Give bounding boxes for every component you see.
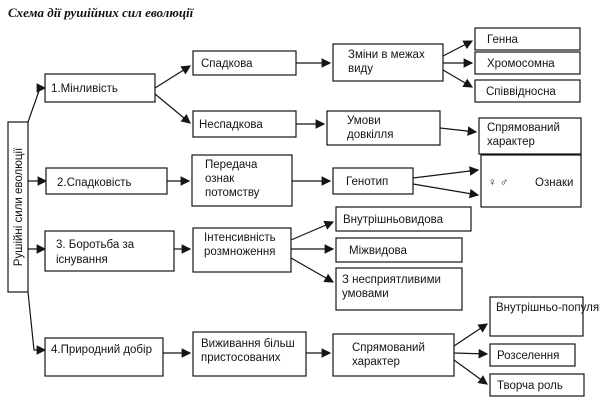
selection-result: Творча роль — [497, 380, 563, 392]
diagram-title: Схема дії рушійних сил еволюції — [8, 5, 195, 20]
struggle-form: Внутрішньовидова — [343, 214, 444, 226]
edge-conditions-directed — [439, 126, 478, 136]
variability-type: Хромосомна — [487, 58, 555, 70]
genotype-box: Генотип — [332, 167, 414, 195]
edge-variability-non-hereditary — [154, 93, 191, 124]
non-hereditary-variability-box: Неспадкова — [192, 110, 297, 138]
factor-label: 2.Спадковість — [57, 177, 131, 189]
edge-genotype-sex-upper — [412, 166, 480, 179]
edge-root-variability — [27, 83, 47, 123]
traits-label: Ознаки — [535, 177, 573, 189]
dispersal-box: Розселення — [489, 343, 576, 367]
edge-changes-gene — [442, 40, 474, 57]
edge-root-selection — [27, 291, 47, 355]
selection-result: Внутрішньо-популяційний — [496, 302, 600, 314]
hereditary-variability-box: Спадкова — [192, 50, 297, 76]
root-bar: Рушійні сили еволюції — [7, 121, 29, 293]
chromosomal-variability-box: Хромосомна — [474, 51, 581, 75]
traits-box: ♀ ♂ Ознаки — [480, 154, 582, 208]
factor-label: 1.Мінливість — [51, 83, 118, 95]
genotype-label: Генотип — [346, 176, 388, 188]
edge-directed-dispersal — [453, 348, 489, 359]
creative-role-box: Творча роль — [489, 373, 585, 397]
variability-type: Генна — [487, 34, 519, 46]
edge-directed-intrapopulation — [453, 323, 488, 347]
edge-changes-correlative — [442, 69, 474, 88]
hereditary-variability-label: Спадкова — [201, 58, 253, 70]
gene-variability-box: Генна — [474, 27, 581, 51]
selection-result: Розселення — [497, 350, 559, 362]
sex-symbols: ♀ ♂ — [488, 177, 508, 189]
connectors — [27, 40, 489, 385]
variability-type: Співвідносна — [486, 86, 556, 98]
edge-intensity-conditions — [290, 257, 335, 283]
factor-label: 4.Природний добір — [51, 344, 152, 356]
intraspecific-struggle-box: Внутрішньовидова — [335, 206, 472, 232]
edge-directed-creative-role — [453, 359, 488, 385]
interspecific-struggle-box: Міжвидова — [335, 237, 463, 263]
factor-heredity-box: 2.Спадковість — [45, 167, 168, 195]
correlative-variability-box: Співвідносна — [474, 79, 581, 103]
factor-variability-box: 1.Мінливість — [44, 73, 156, 103]
edge-genotype-sex-lower — [412, 183, 480, 199]
non-hereditary-variability-label: Неспадкова — [199, 119, 263, 131]
edge-variability-hereditary — [154, 65, 192, 89]
factor-selection-box: 4.Природний добір — [44, 337, 164, 377]
struggle-form: Міжвидова — [349, 245, 407, 257]
intrapopulation-selection-box: Внутрішньо-популяційний — [489, 296, 600, 337]
root-label: Рушійні сили еволюції — [13, 147, 25, 266]
edge-intensity-intraspecific — [290, 220, 335, 241]
